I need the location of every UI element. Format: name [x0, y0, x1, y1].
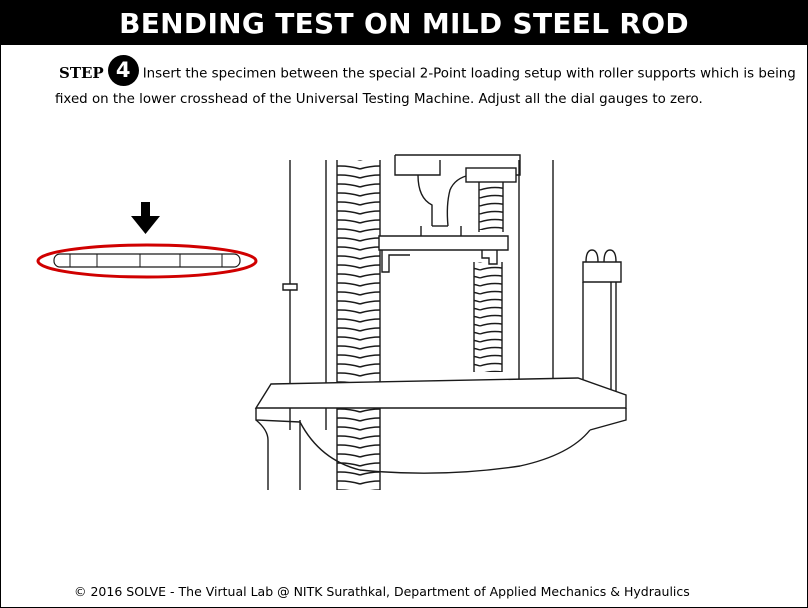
- copyright-footer: © 2016 SOLVE - The Virtual Lab @ NITK Su…: [74, 584, 690, 599]
- specimen-rod[interactable]: [36, 243, 258, 279]
- page-title: BENDING TEST ON MILD STEEL ROD: [1, 1, 807, 45]
- step-text: Insert the specimen between the special …: [55, 66, 796, 108]
- step-label: STEP: [59, 63, 104, 82]
- step-number-badge: 4: [107, 55, 139, 86]
- universal-testing-machine: [254, 154, 627, 490]
- arrow-down-icon: [131, 202, 160, 234]
